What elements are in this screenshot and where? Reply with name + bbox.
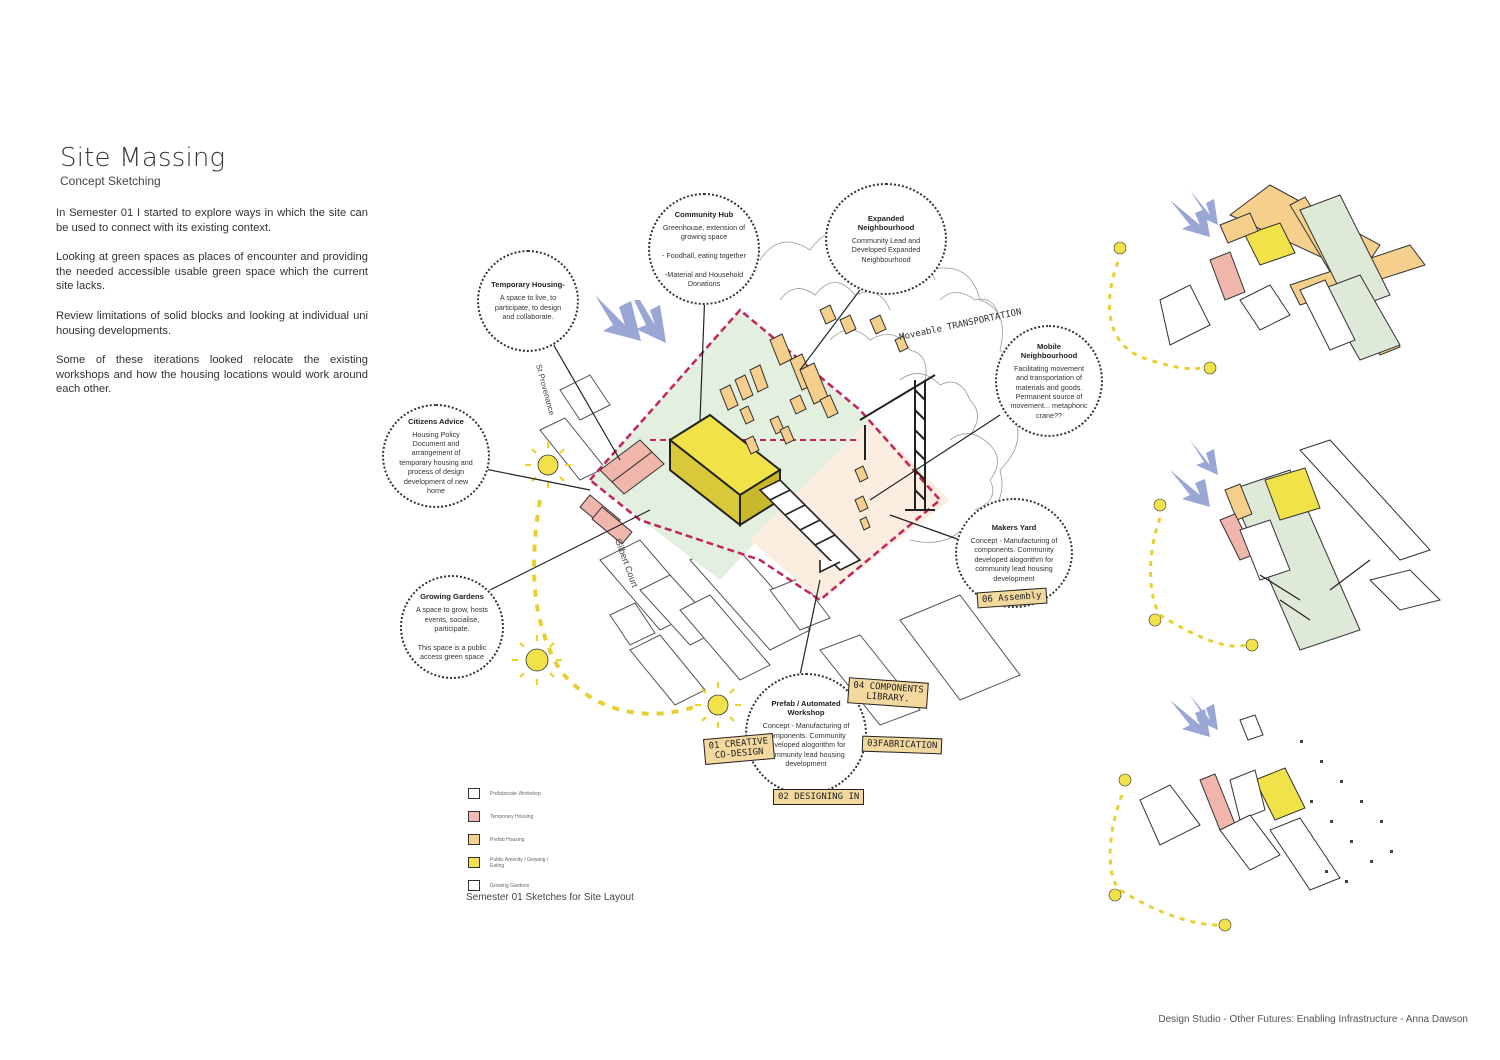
legend-item: Temporary Housing [468, 809, 560, 824]
provenance-label: St Provenance [534, 363, 556, 417]
legend-label: Prefabricate Workshop [490, 791, 541, 797]
bubble-growing-gardens: Growing Gardens A space to grow, hosts e… [400, 575, 504, 679]
page-footer: Design Studio - Other Futures: Enabling … [1158, 1014, 1468, 1025]
bubble-title: Mobile Neighbourhood [1009, 342, 1089, 360]
bubble-title: Makers Yard [992, 523, 1037, 532]
bubble-body: Greenhouse, extension of growing space -… [662, 223, 746, 289]
bubble-title: Prefab / Automated Workshop [759, 699, 853, 717]
legend-item: Public Amenity / Growing / Eating [468, 855, 560, 870]
legend-swatch [468, 788, 480, 799]
bubble-expanded-neighbourhood: Expanded Neighbourhood Community Lead an… [825, 183, 947, 295]
legend: Prefabricate Workshop Temporary Housing … [468, 786, 560, 901]
bubble-title: Temporary Housing- [491, 280, 565, 289]
sun-main-south [512, 635, 562, 685]
bubble-body: Housing Policy Document and arrangement … [396, 430, 476, 496]
bubble-mobile-neighbourhood: Mobile Neighbourhood Facilitating moveme… [995, 325, 1103, 437]
bubble-body: Facilitating movement and transportation… [1009, 364, 1089, 420]
bubble-body: Concept - Manufacturing of components. C… [969, 536, 1059, 583]
bubble-body: Community Lead and Developed Expanded Ne… [839, 236, 933, 264]
legend-item: Prefabricate Workshop [468, 786, 560, 801]
legend-item: Growing Gardens [468, 878, 560, 893]
bubble-title: Community Hub [675, 210, 734, 219]
legend-label: Temporary Housing [490, 814, 533, 820]
bubble-citizens-advice: Citizens Advice Housing Policy Document … [382, 404, 490, 508]
bubble-body: A space to live, to participate, to desi… [491, 293, 565, 321]
legend-swatch [468, 880, 480, 891]
bubble-community-hub: Community Hub Greenhouse, extension of g… [648, 193, 760, 305]
legend-swatch [468, 811, 480, 822]
bubble-title: Growing Gardens [420, 592, 484, 601]
moveable-annotation: Moveable TRANSPORTATION [899, 307, 1023, 343]
bubble-temporary-housing: Temporary Housing- A space to live, to p… [477, 250, 579, 352]
legend-label: Prefab Housing [490, 837, 524, 843]
bubble-title: Expanded Neighbourhood [839, 214, 933, 232]
tag-components-library: 04 COMPONENTS LIBRARY. [847, 677, 929, 709]
tag-fabrication: 03FABRICATION [862, 736, 943, 755]
tag-designing-in: 02 DESIGNING IN [773, 789, 864, 805]
legend-label: Public Amenity / Growing / Eating [490, 857, 560, 869]
bubble-body: A space to grow, hosts events, socialise… [414, 605, 490, 661]
legend-swatch [468, 834, 480, 845]
bubble-title: Citizens Advice [408, 417, 464, 426]
legend-label: Growing Gardens [490, 883, 529, 889]
wind-arrows [595, 295, 666, 343]
legend-item: Prefab Housing [468, 832, 560, 847]
legend-swatch [468, 857, 480, 868]
sketch-caption: Semester 01 Sketches for Site Layout [466, 892, 634, 903]
